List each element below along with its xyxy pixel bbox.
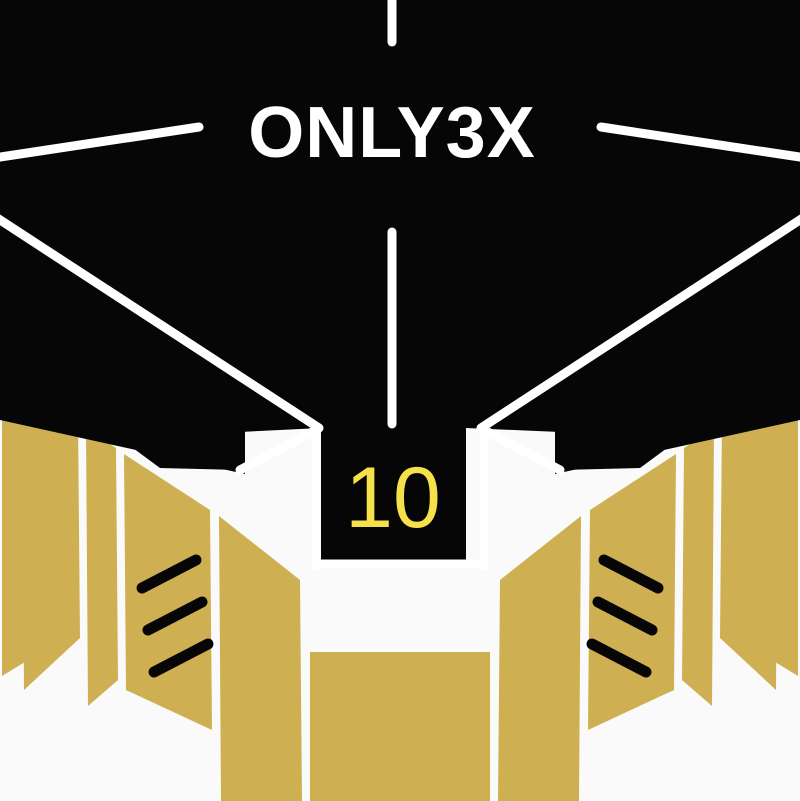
vent-stripe-left-1 (136, 554, 202, 594)
box-lid-group (0, 0, 800, 560)
lid-seam-lines (0, 0, 800, 566)
body-panel-right-2 (682, 428, 714, 706)
vent-stripe-left-2 (142, 596, 208, 636)
vent-stripes-right (586, 554, 664, 678)
seam-diagonal-right (476, 214, 800, 433)
seam-diagonal-left (0, 214, 324, 433)
vent-stripes-left (136, 554, 214, 678)
vent-stripe-right-2 (592, 596, 658, 636)
body-panel-left-striped (124, 454, 212, 730)
seam-ray-right (596, 122, 800, 162)
body-panel-left-2 (86, 428, 118, 706)
gold-body-group (0, 357, 800, 801)
lid-skirt-left (0, 345, 245, 474)
seam-edge-left (235, 425, 321, 475)
vent-stripe-left-3 (148, 638, 214, 678)
vent-stripe-right-3 (586, 638, 652, 678)
body-panel-left-angled (219, 516, 302, 801)
brand-logo-text: ONLY3X (248, 93, 535, 173)
vent-stripe-right-1 (598, 554, 664, 594)
badge-panel (321, 428, 466, 560)
body-panel-right-striped (588, 454, 676, 730)
body-panel-center (310, 652, 490, 801)
seam-edge-right (479, 425, 565, 475)
seam-ray-left (0, 122, 204, 162)
body-panel-right-outer (726, 366, 798, 676)
body-panel-right-angled (498, 516, 581, 801)
body-panel-left-3 (22, 382, 80, 690)
lid-skirt-right (555, 345, 800, 474)
badge-number-text: 10 (345, 450, 441, 546)
